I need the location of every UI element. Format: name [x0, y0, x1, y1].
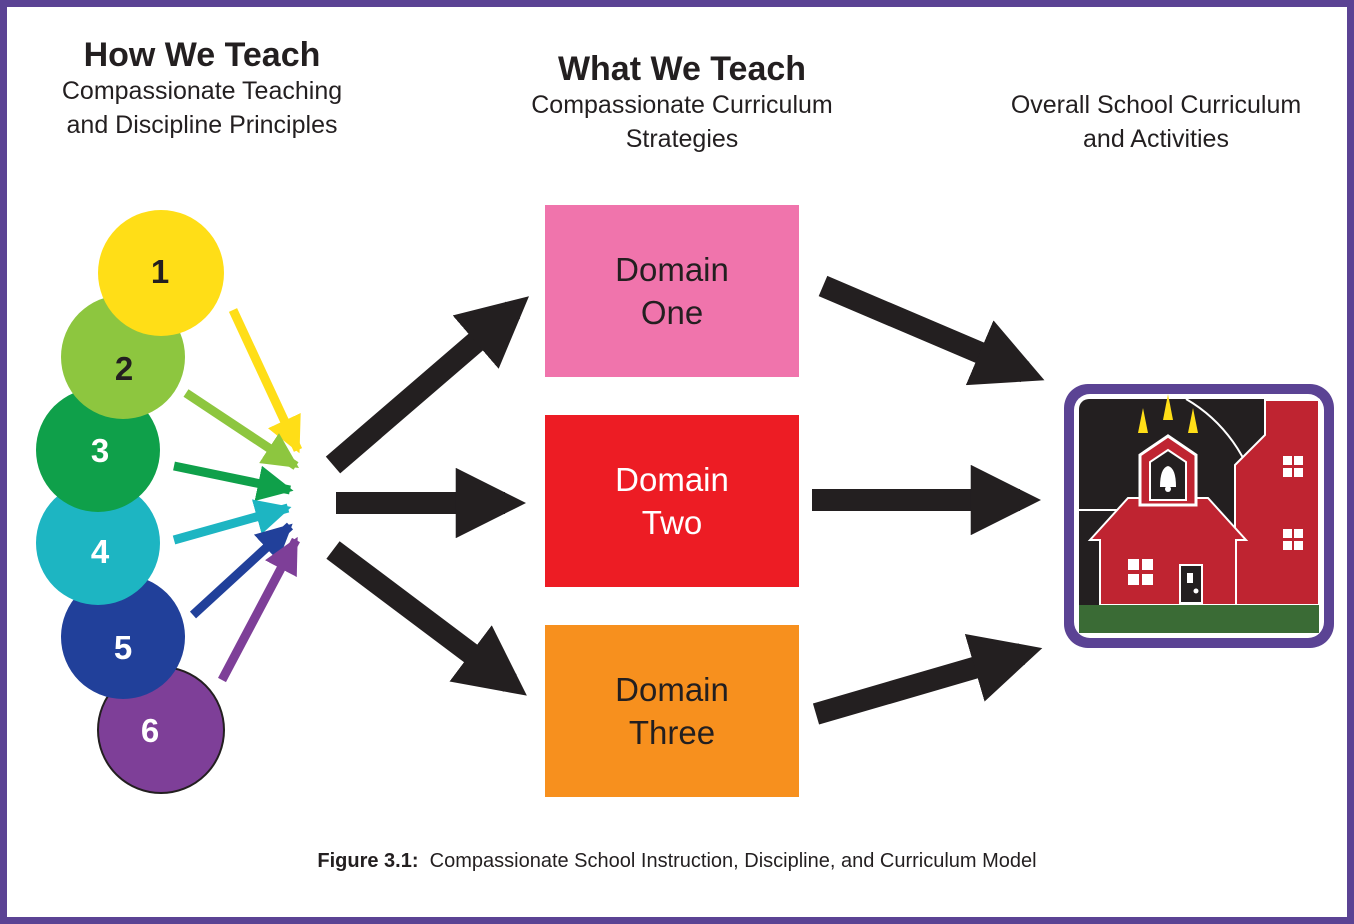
principle-5-label: 5 [114, 629, 132, 666]
domain-three-line2: Three [628, 714, 716, 751]
overall-curriculum-header: Overall School Curriculum and Activities [966, 88, 1346, 156]
arrow-to-domain-three [326, 541, 527, 696]
arrow-domain-three-to-school [812, 633, 1043, 725]
principle-4-label: 4 [91, 533, 110, 570]
what-we-teach-subtitle-line1: Compassionate Curriculum [531, 91, 833, 119]
principle-3-arrow [173, 461, 294, 502]
overall-curriculum-line1: Overall School Curriculum [1010, 91, 1302, 119]
principle-4-arrow [172, 499, 292, 545]
domain-one-line2: One [640, 294, 704, 331]
what-we-teach-header: What We Teach Compassionate Curriculum S… [492, 50, 872, 156]
principle-4-circle [36, 481, 160, 605]
domain-one-box: Domain One [545, 205, 799, 377]
overall-curriculum-line2: and Activities [1083, 125, 1229, 153]
how-we-teach-subtitle-line2: and Discipline Principles [66, 111, 338, 139]
principle-5-circle [61, 575, 185, 699]
arrow-domain-one-to-school [818, 275, 1045, 386]
how-we-teach-title: How We Teach [83, 36, 321, 74]
principle-3-label: 3 [91, 432, 109, 469]
principle-1-label: 1 [151, 253, 169, 290]
what-we-teach-title: What We Teach [557, 50, 807, 88]
domain-three-line1: Domain [615, 671, 729, 708]
principle-6-label: 6 [141, 712, 159, 749]
principle-1-circle [98, 210, 224, 336]
domain-three-box: Domain Three [545, 625, 799, 797]
principle-1-arrow [228, 308, 303, 454]
how-we-teach-subtitle-line1: Compassionate Teaching [61, 77, 343, 105]
domain-one-line1: Domain [615, 251, 729, 288]
arrow-to-domain-one [325, 296, 530, 474]
principle-1: 1 [98, 210, 224, 336]
figure-caption: Figure 3.1: Compassionate School Instruc… [0, 850, 1354, 873]
principle-5: 5 [61, 575, 185, 699]
what-we-teach-subtitle-line2: Strategies [625, 125, 739, 153]
principle-3: 3 [36, 388, 160, 512]
principle-6-arrow [218, 536, 300, 683]
principle-2-label: 2 [115, 350, 133, 387]
school-icon [1064, 384, 1334, 648]
figure-caption-text: Compassionate School Instruction, Discip… [429, 850, 1037, 872]
principle-3-circle [36, 388, 160, 512]
figure-caption-label: Figure 3.1: [317, 850, 419, 872]
how-we-teach-header: How We Teach Compassionate Teaching and … [22, 36, 382, 142]
domain-two-line1: Domain [615, 461, 729, 498]
principle-4: 4 [36, 481, 160, 605]
domain-two-box: Domain Two [545, 415, 799, 587]
domain-two-line2: Two [641, 504, 703, 541]
principle-2-arrow [183, 389, 299, 470]
